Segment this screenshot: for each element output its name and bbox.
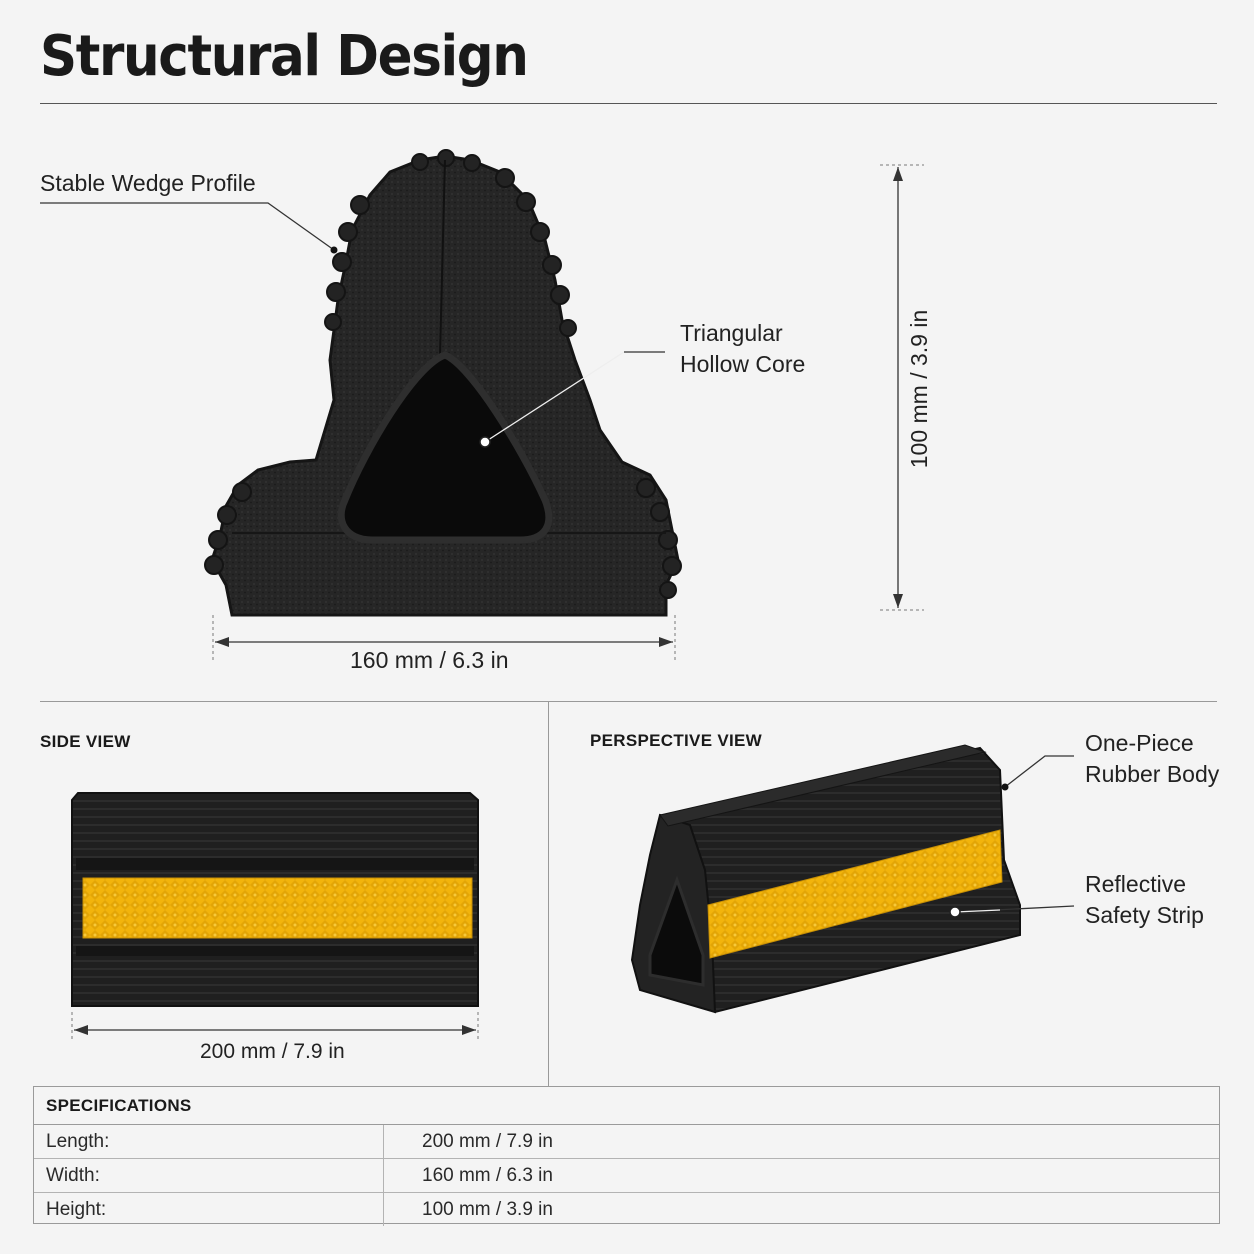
perspective-view-label: PERSPECTIVE VIEW [590, 731, 763, 750]
callout-rubber-body-line1: One-Piece [1085, 730, 1194, 756]
side-view-label: SIDE VIEW [40, 732, 131, 751]
callout-safety-strip: Reflective Safety Strip [1085, 869, 1204, 931]
section-divider [40, 701, 1217, 702]
page-title: Structural Design [40, 24, 529, 89]
front-view-illustration [40, 149, 924, 662]
spec-row-length: Length: 200 mm / 7.9 in [34, 1125, 1219, 1159]
views-divider [548, 702, 549, 1086]
title-divider [40, 103, 1217, 104]
callout-hollow-core: Triangular Hollow Core [680, 318, 805, 380]
callout-rubber-body: One-Piece Rubber Body [1085, 728, 1219, 790]
specifications-table: SPECIFICATIONS Length: 200 mm / 7.9 in W… [33, 1086, 1220, 1226]
callout-safety-strip-line2: Safety Strip [1085, 902, 1204, 928]
specifications-header: SPECIFICATIONS [34, 1087, 1219, 1125]
hollow-core [337, 351, 553, 544]
callout-rubber-body-line2: Rubber Body [1085, 761, 1220, 787]
core-callout-dot [479, 436, 491, 448]
callout-hollow-core-line1: Triangular [680, 320, 783, 346]
spec-label: Length: [34, 1125, 384, 1158]
callout-hollow-core-line2: Hollow Core [680, 351, 806, 377]
length-dimension-label: 200 mm / 7.9 in [200, 1040, 345, 1063]
wheel-chock-side [71, 792, 479, 1007]
spec-label: Height: [34, 1193, 384, 1226]
spec-value: 100 mm / 3.9 in [422, 1198, 553, 1220]
specifications-heading: SPECIFICATIONS [46, 1095, 192, 1115]
spec-row-width: Width: 160 mm / 6.3 in [34, 1159, 1219, 1193]
height-dimension-label: 100 mm / 3.9 in [906, 309, 932, 469]
side-reflective-strip [82, 877, 473, 939]
spec-label: Width: [34, 1159, 384, 1192]
wheel-chock-perspective [630, 744, 1021, 1014]
spec-value: 160 mm / 6.3 in [422, 1164, 553, 1186]
wheel-chock-front [204, 149, 682, 617]
perspective-reflective-strip [707, 829, 1003, 959]
spec-value: 200 mm / 7.9 in [422, 1130, 553, 1152]
callout-safety-strip-line1: Reflective [1085, 871, 1186, 897]
spec-row-height: Height: 100 mm / 3.9 in [34, 1193, 1219, 1226]
callout-stable-wedge-profile: Stable Wedge Profile [40, 170, 256, 196]
wedge-callout-dot [330, 246, 338, 254]
width-dimension-label: 160 mm / 6.3 in [350, 647, 509, 673]
